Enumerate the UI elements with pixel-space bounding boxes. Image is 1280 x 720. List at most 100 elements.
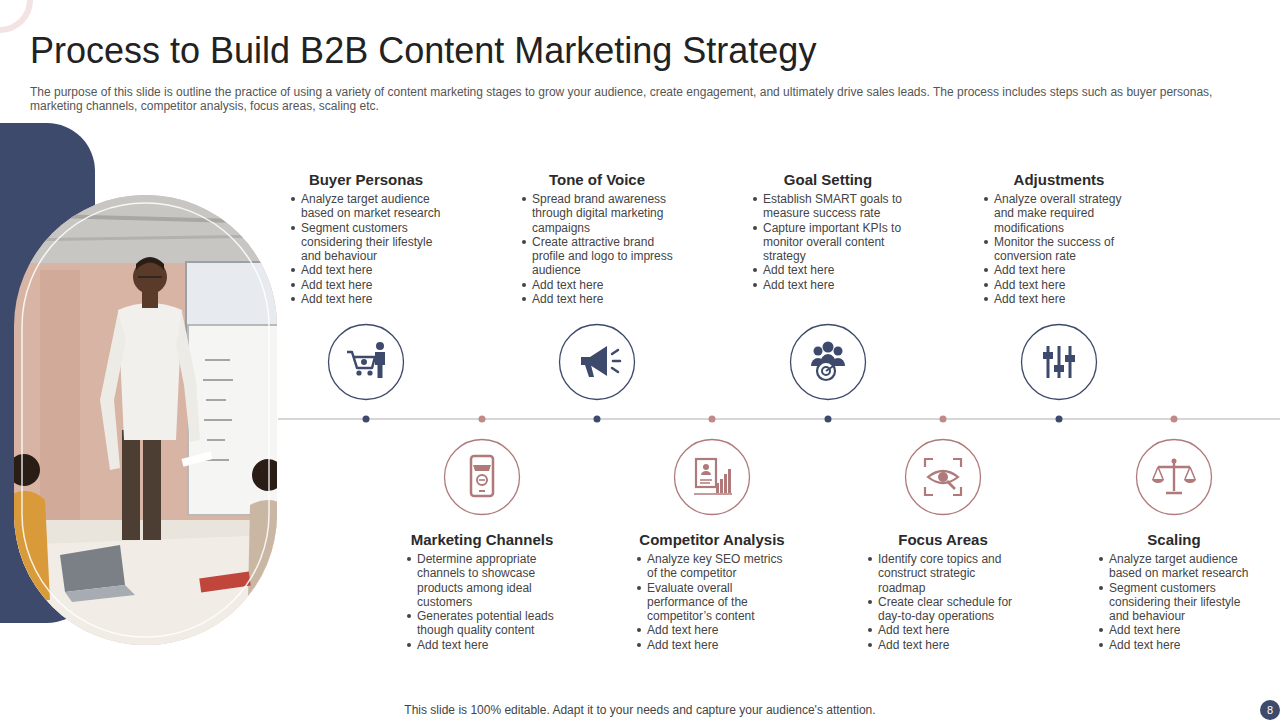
bullet-dot: [753, 283, 757, 287]
step-icon: [789, 323, 867, 401]
bullet-text: Create clear schedule for day-to-day ope…: [878, 595, 1012, 623]
bullet-item: Add text here: [281, 292, 451, 306]
bullet-dot: [1099, 586, 1103, 590]
bullet-item: Add text here: [974, 292, 1144, 306]
bullet-text: Establish SMART goals to measure success…: [763, 192, 902, 220]
process-step: Marketing ChannelsDetermine appropriate …: [397, 438, 567, 652]
step-heading: Focus Areas: [858, 531, 1028, 549]
corner-arc: [0, 0, 30, 30]
bullet-dot: [868, 600, 872, 604]
bullet-dot: [291, 226, 295, 230]
bullet-dot: [407, 557, 411, 561]
bullet-dot: [291, 297, 295, 301]
bullet-dot: [291, 268, 295, 272]
bullet-item: Add text here: [974, 263, 1144, 277]
bullet-item: Generates potential leads though quality…: [397, 609, 567, 638]
bullet-dot: [291, 283, 295, 287]
bullet-dot: [407, 614, 411, 618]
bullet-dot: [637, 643, 641, 647]
bullet-item: Add text here: [627, 623, 797, 637]
bullet-text: Add text here: [763, 278, 834, 292]
bullet-text: Generates potential leads though quality…: [417, 609, 554, 637]
bullet-text: Identify core topics and construct strat…: [878, 552, 1001, 595]
photo-inner-outline: [22, 203, 269, 637]
bullet-text: Create attractive brand profile and logo…: [532, 235, 673, 278]
step-icon: [443, 438, 521, 516]
bullet-item: Create attractive brand profile and logo…: [512, 235, 682, 278]
bullet-dot: [753, 226, 757, 230]
bullet-text: Add text here: [1109, 623, 1180, 637]
bullet-text: Add text here: [994, 292, 1065, 306]
bullet-dot: [522, 240, 526, 244]
bullet-dot: [984, 268, 988, 272]
bullet-dot: [868, 643, 872, 647]
step-text: AdjustmentsAnalyze overall strategy and …: [974, 171, 1144, 306]
process-step: AdjustmentsAnalyze overall strategy and …: [974, 171, 1144, 401]
bullet-dot: [1099, 643, 1103, 647]
bullet-dot: [637, 586, 641, 590]
step-heading: Marketing Channels: [397, 531, 567, 549]
bullet-item: Segment customers considering their life…: [281, 221, 451, 264]
step-icon: [1020, 323, 1098, 401]
process-step: Tone of VoiceSpread brand awareness thro…: [512, 171, 682, 401]
step-icon: [327, 323, 405, 401]
step-text: Buyer PersonasAnalyze target audience ba…: [281, 171, 451, 306]
bullet-text: Monitor the success of conversion rate: [994, 235, 1114, 263]
process-step: Buyer PersonasAnalyze target audience ba…: [281, 171, 451, 401]
bullet-item: Analyze overall strategy and make requir…: [974, 192, 1144, 235]
bullet-item: Capture important KPIs to monitor overal…: [743, 221, 913, 264]
bullet-item: Add text here: [1089, 638, 1259, 652]
bullet-dot: [1099, 628, 1103, 632]
page-number-badge: [1260, 700, 1280, 720]
step-text: Tone of VoiceSpread brand awareness thro…: [512, 171, 682, 306]
bullet-dot: [753, 197, 757, 201]
bullet-item: Add text here: [281, 263, 451, 277]
bullet-item: Add text here: [627, 638, 797, 652]
slide-title: Process to Build B2B Content Marketing S…: [30, 30, 816, 72]
bullet-text: Add text here: [1109, 638, 1180, 652]
bullet-text: Add text here: [301, 263, 372, 277]
step-heading: Adjustments: [974, 171, 1144, 189]
footer-note: This slide is 100% editable. Adapt it to…: [340, 703, 940, 717]
bullet-text: Segment customers considering their life…: [1109, 581, 1240, 624]
bullet-dot: [637, 628, 641, 632]
bullet-text: Analyze target audience based on market …: [301, 192, 440, 220]
process-step: Focus AreasIdentify core topics and cons…: [858, 438, 1028, 652]
bullet-item: Add text here: [281, 278, 451, 292]
bullet-text: Add text here: [878, 638, 949, 652]
bullet-item: Analyze key SEO metrics of the competito…: [627, 552, 797, 581]
bullet-dot: [984, 240, 988, 244]
bullet-dot: [984, 283, 988, 287]
bullet-dot: [753, 268, 757, 272]
bullet-text: Segment customers considering their life…: [301, 221, 432, 264]
bullet-text: Add text here: [994, 263, 1065, 277]
bullet-text: Add text here: [763, 263, 834, 277]
bullet-item: Monitor the success of conversion rate: [974, 235, 1144, 264]
step-icon: [904, 438, 982, 516]
page-number: 8: [1260, 700, 1280, 720]
step-heading: Goal Setting: [743, 171, 913, 189]
bullet-item: Add text here: [512, 278, 682, 292]
step-text: Focus AreasIdentify core topics and cons…: [858, 531, 1028, 652]
bullet-text: Capture important KPIs to monitor overal…: [763, 221, 901, 264]
timeline: [278, 418, 1280, 420]
bullet-dot: [984, 197, 988, 201]
bullet-text: Add text here: [994, 278, 1065, 292]
process-step: Goal SettingEstablish SMART goals to mea…: [743, 171, 913, 401]
step-text: Competitor AnalysisAnalyze key SEO metri…: [627, 531, 797, 652]
bullet-item: Add text here: [743, 278, 913, 292]
bullet-item: Determine appropriate channels to showca…: [397, 552, 567, 609]
bullet-item: Spread brand awareness through digital m…: [512, 192, 682, 235]
bullet-item: Create clear schedule for day-to-day ope…: [858, 595, 1028, 624]
bullet-item: Add text here: [858, 623, 1028, 637]
bullet-dot: [522, 297, 526, 301]
bullet-dot: [1099, 557, 1103, 561]
bullet-text: Evaluate overall performance of the comp…: [647, 581, 755, 624]
bullet-dot: [522, 283, 526, 287]
step-heading: Scaling: [1089, 531, 1259, 549]
slide-description: The purpose of this slide is outline the…: [30, 85, 1230, 113]
step-heading: Buyer Personas: [281, 171, 451, 189]
bullet-item: Analyze target audience based on market …: [1089, 552, 1259, 581]
step-heading: Competitor Analysis: [627, 531, 797, 549]
bullet-item: Evaluate overall performance of the comp…: [627, 581, 797, 624]
